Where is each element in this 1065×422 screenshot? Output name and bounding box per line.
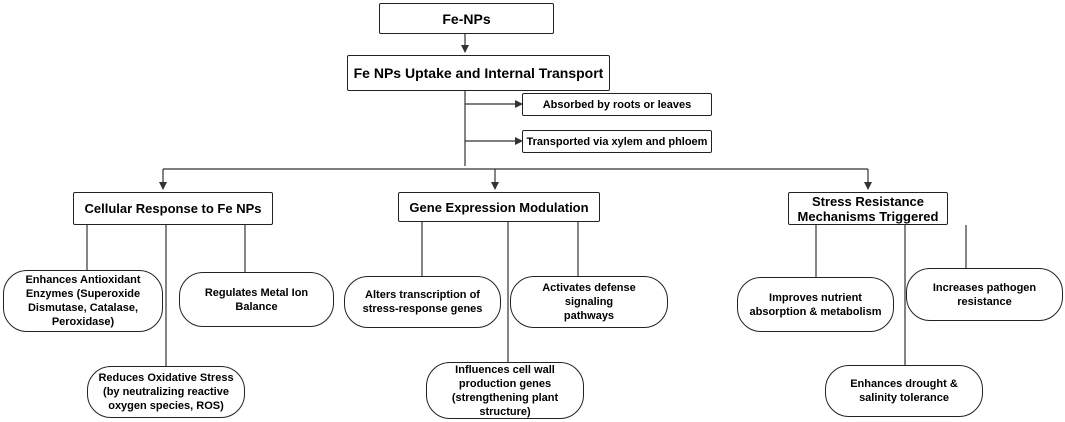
node-improves-nutrient-line-1: Improves nutrient xyxy=(769,291,862,304)
node-improves-nutrient: Improves nutrient absorption & metabolis… xyxy=(737,277,894,332)
node-influences-cell-wall: Influences cell wall production genes (s… xyxy=(426,362,584,419)
node-fe-nps: Fe-NPs xyxy=(379,3,554,34)
node-regulates-metal-line-2: Balance xyxy=(235,300,278,313)
node-enhances-antioxidant-line-4: Peroxidase) xyxy=(51,316,115,328)
node-activates-defense-line-2: pathways xyxy=(563,310,615,322)
node-stress-resistance-line-1: Stress Resistance xyxy=(811,193,924,209)
node-reduces-oxidative-line-1: Reduces Oxidative Stress xyxy=(98,372,234,384)
node-stress-resistance-line-2: Mechanisms Triggered xyxy=(797,208,939,224)
node-alters-transcription-line-1: Alters transcription of xyxy=(365,289,480,301)
node-enhances-antioxidant-line-2: Enzymes (Superoxide xyxy=(25,288,141,300)
node-reduces-oxidative-line-2: (by neutralizing reactive xyxy=(103,386,229,398)
node-improves-nutrient-line-2: absorption & metabolism xyxy=(749,305,882,318)
node-influences-cell-wall-line-2: production genes xyxy=(458,377,552,390)
node-enhances-antioxidant-line-1: Enhances Antioxidant xyxy=(25,274,141,286)
node-enhances-drought-line-2: salinity tolerance xyxy=(859,392,949,404)
node-stress-resistance: Stress Resistance Mechanisms Triggered xyxy=(788,192,948,225)
node-gene-expression: Gene Expression Modulation xyxy=(398,192,600,222)
node-absorbed: Absorbed by roots or leaves xyxy=(522,93,712,116)
node-transported-label: Transported via xylem and phloem xyxy=(526,135,708,148)
node-influences-cell-wall-line-1: Influences cell wall xyxy=(455,363,555,376)
node-uptake-transport: Fe NPs Uptake and Internal Transport xyxy=(347,55,610,91)
node-enhances-drought-line-1: Enhances drought & xyxy=(850,378,958,390)
node-alters-transcription: Alters transcription of stress-response … xyxy=(344,276,501,328)
node-transported: Transported via xylem and phloem xyxy=(522,130,712,153)
node-cellular-response-label: Cellular Response to Fe NPs xyxy=(84,201,262,216)
node-reduces-oxidative: Reduces Oxidative Stress (by neutralizin… xyxy=(87,366,245,418)
node-influences-cell-wall-line-3: (strengthening plant xyxy=(451,391,559,404)
node-gene-expression-label: Gene Expression Modulation xyxy=(409,199,589,215)
node-enhances-antioxidant-line-3: Dismutase, Catalase, xyxy=(27,302,139,314)
node-uptake-transport-label: Fe NPs Uptake and Internal Transport xyxy=(353,65,604,81)
node-increases-pathogen-line-1: Increases pathogen xyxy=(932,281,1037,294)
node-activates-defense-line-1: Activates defense signaling xyxy=(542,282,636,308)
node-regulates-metal: Regulates Metal Ion Balance xyxy=(179,272,334,327)
node-cellular-response: Cellular Response to Fe NPs xyxy=(73,192,273,225)
node-absorbed-label: Absorbed by roots or leaves xyxy=(542,98,692,111)
node-reduces-oxidative-line-3: oxygen species, ROS) xyxy=(108,400,224,412)
node-alters-transcription-line-2: stress-response genes xyxy=(362,303,483,315)
node-increases-pathogen-line-2: resistance xyxy=(957,295,1012,308)
node-enhances-antioxidant: Enhances Antioxidant Enzymes (Superoxide… xyxy=(3,270,163,332)
node-fe-nps-label: Fe-NPs xyxy=(442,10,491,27)
node-increases-pathogen: Increases pathogen resistance xyxy=(906,268,1063,321)
node-enhances-drought: Enhances drought & salinity tolerance xyxy=(825,365,983,417)
node-activates-defense: Activates defense signaling pathways xyxy=(510,276,668,328)
node-influences-cell-wall-line-4: structure) xyxy=(479,405,531,418)
node-regulates-metal-line-1: Regulates Metal Ion xyxy=(204,286,309,299)
